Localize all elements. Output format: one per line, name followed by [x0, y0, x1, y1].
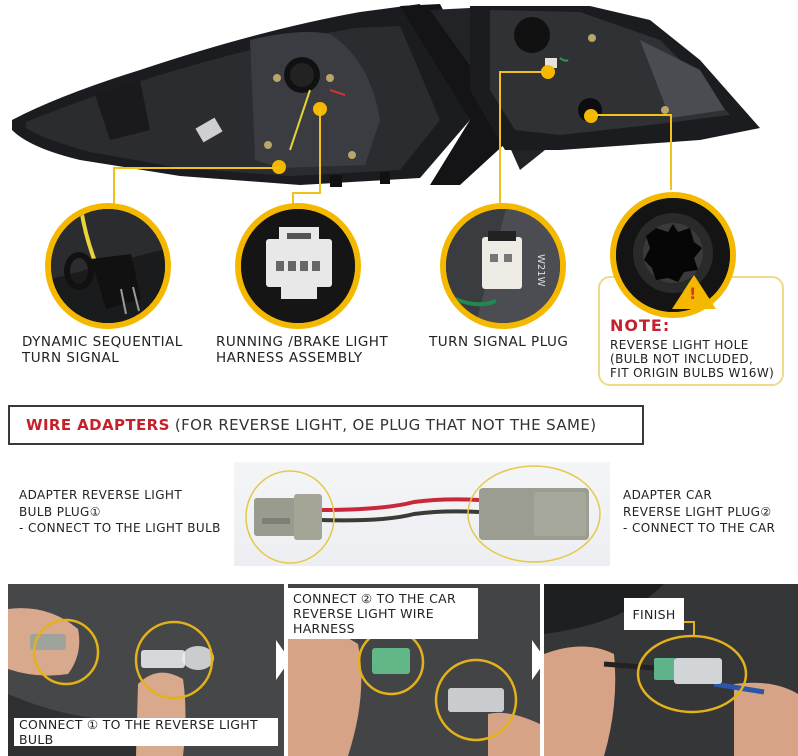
note-title: NOTE:: [610, 316, 671, 335]
svg-text:W21W: W21W: [535, 254, 546, 287]
detail-circle-turn-plug: W21W: [440, 203, 566, 329]
leader-line: [292, 192, 294, 208]
caption-line: RUNNING /BRAKE LIGHT: [216, 334, 389, 350]
step-label-1: CONNECT ① TO THE REVERSE LIGHT BULB: [14, 717, 278, 747]
caption-harness: RUNNING /BRAKE LIGHT HARNESS ASSEMBLY: [216, 334, 388, 366]
wire-adapters-banner: WIRE ADAPTERS (FOR REVERSE LIGHT, OE PLU…: [8, 405, 644, 445]
note-body: REVERSE LIGHT HOLE (BULB NOT INCLUDED, F…: [610, 338, 775, 380]
leader-line: [292, 192, 321, 194]
detail-circle-harness: [235, 203, 361, 329]
leader-line: [670, 114, 672, 190]
step-photo-3: FINISH: [544, 584, 798, 756]
wire-adapters-subtitle: (FOR REVERSE LIGHT, OE PLUG THAT NOT THE…: [174, 416, 597, 434]
step-label-3: FINISH: [624, 598, 684, 630]
leader-line: [113, 167, 279, 169]
callout-dot-reverse-hole: [584, 109, 598, 123]
caption-line: HARNESS ASSEMBLY: [216, 350, 363, 366]
leader-line: [319, 109, 321, 193]
callout-dot-turn-signal: [272, 160, 286, 174]
step-photo-2: CONNECT ② TO THE CAR REVERSE LIGHT WIRE …: [288, 584, 540, 756]
step-photo-1: CONNECT ① TO THE REVERSE LIGHT BULB: [8, 584, 284, 756]
warning-icon: [672, 275, 716, 309]
caption-line: TURN SIGNAL PLUG: [429, 334, 569, 350]
detail-circle-turn-signal: [45, 203, 171, 329]
caption-turn-signal: DYNAMIC SEQUENTIAL TURN SIGNAL: [22, 334, 183, 366]
leader-line: [499, 71, 543, 73]
warning-exclamation: !: [689, 284, 697, 303]
step-arrow-icon: [532, 640, 546, 680]
step-arrow-icon: [276, 640, 290, 680]
caption-turn-plug: TURN SIGNAL PLUG: [429, 334, 568, 350]
caption-line: DYNAMIC SEQUENTIAL: [22, 334, 183, 350]
step-label-2: CONNECT ② TO THE CAR REVERSE LIGHT WIRE …: [288, 588, 478, 639]
adapter-label-bulb-plug: ADAPTER REVERSE LIGHT BULB PLUG① - CONNE…: [19, 488, 221, 535]
taillight-assembly-image: [0, 0, 798, 200]
leader-line: [113, 167, 115, 207]
wire-adapters-title: WIRE ADAPTERS: [26, 416, 170, 434]
caption-line: TURN SIGNAL: [22, 350, 120, 366]
wire-adapter-image: [234, 462, 610, 566]
adapter-label-car-plug: ADAPTER CAR REVERSE LIGHT PLUG② - CONNEC…: [623, 488, 776, 535]
callout-dot-turn-plug: [541, 65, 555, 79]
leader-line: [591, 114, 671, 116]
leader-line: [499, 71, 501, 207]
